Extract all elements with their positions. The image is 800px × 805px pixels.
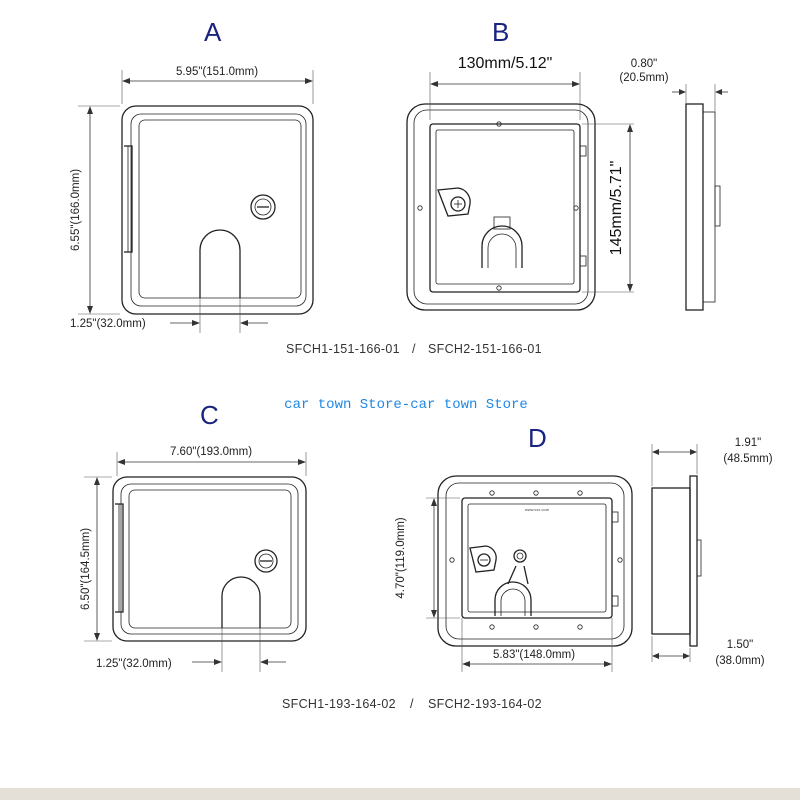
panel-c-lock-icon xyxy=(254,549,278,573)
panel-d-plate-text: www.xxx.com xyxy=(525,507,550,512)
panel-b-letter: B xyxy=(492,17,509,47)
panel-b-depth-dim-in: 0.80" xyxy=(631,58,657,70)
panel-d: D www.xxx.com xyxy=(395,423,773,672)
panel-b-latch-icon xyxy=(437,187,471,217)
panel-c-door xyxy=(112,476,307,642)
panel-d-depth-top-in: 1.91" xyxy=(735,437,761,449)
panel-c-letter: C xyxy=(200,400,219,430)
part-numbers-top: SFCH1-151-166-01 / SFCH2-151-166-01 xyxy=(286,342,542,356)
bottom-rule xyxy=(0,788,800,800)
panel-d-cable-grommet-icon xyxy=(494,549,532,616)
panel-d-depth-bottom-in: 1.50" xyxy=(727,639,753,651)
panel-a-door xyxy=(121,105,314,315)
part-numbers-bottom: SFCH1-193-164-02 / SFCH2-193-164-02 xyxy=(282,697,542,711)
panel-d-height-dim: 4.70"(119.0mm) xyxy=(395,517,407,598)
panel-a-lock-icon xyxy=(250,194,276,220)
panel-d-side-view xyxy=(651,475,702,647)
part-number-top-right: SFCH2-151-166-01 xyxy=(428,342,542,356)
panel-c-height-dim: 6.50"(164.5mm) xyxy=(80,528,92,610)
panel-d-width-dim: 5.83"(148.0mm) xyxy=(493,649,575,661)
panel-b-cable-grommet-icon xyxy=(481,216,523,268)
panel-d-depth-bottom-mm: (38.0mm) xyxy=(715,655,764,667)
panel-b-depth-dim-mm: (20.5mm) xyxy=(619,72,668,84)
panel-b-frame xyxy=(406,103,596,311)
panel-c: C 7.60"(193.0mm) 6.50"(164.5mm) xyxy=(80,400,307,672)
panel-a-opening-dim: 1.25"(32.0mm) xyxy=(70,318,146,330)
panel-d-depth-top-mm: (48.5mm) xyxy=(723,453,772,465)
panel-d-latch-icon xyxy=(469,545,497,573)
panel-b: B xyxy=(406,17,728,311)
panel-a-width-dim: 5.95"(151.0mm) xyxy=(176,66,258,78)
panel-a-letter: A xyxy=(204,17,222,47)
part-number-bottom-right: SFCH2-193-164-02 xyxy=(428,697,542,711)
panel-b-height-dim: 145mm/5.71" xyxy=(608,161,625,256)
part-number-top-left: SFCH1-151-166-01 xyxy=(286,342,400,356)
panel-a-height-dim: 6.55"(166.0mm) xyxy=(70,169,82,251)
panel-a: A 5.95"(151.0mm) xyxy=(70,17,314,333)
panel-c-opening-dim: 1.25"(32.0mm) xyxy=(96,658,172,670)
part-number-top-separator: / xyxy=(412,342,416,356)
panel-c-width-dim: 7.60"(193.0mm) xyxy=(170,446,252,458)
part-number-bottom-left: SFCH1-193-164-02 xyxy=(282,697,396,711)
panel-d-letter: D xyxy=(528,423,547,453)
panel-b-side-view xyxy=(685,103,721,311)
part-number-bottom-separator: / xyxy=(410,697,414,711)
store-watermark: car town Store-car town Store xyxy=(284,397,528,413)
panel-d-frame: www.xxx.com xyxy=(437,475,633,647)
panel-b-width-dim: 130mm/5.12" xyxy=(458,55,553,72)
